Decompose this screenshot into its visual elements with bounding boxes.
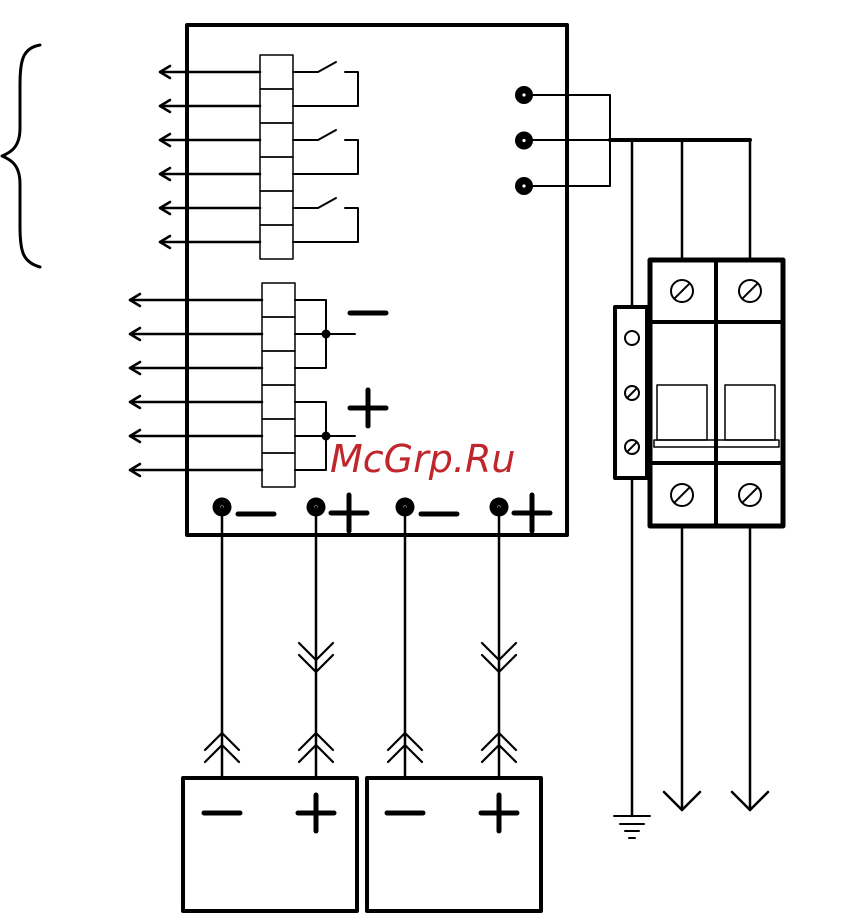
terminal-center (522, 184, 525, 187)
terminal-block (615, 307, 647, 478)
battery-terminal-plus (331, 495, 367, 531)
dc-output-terminal (262, 317, 295, 351)
arrow-icon (664, 792, 768, 810)
dc-output-terminal (262, 419, 295, 453)
screw-slot (742, 283, 757, 298)
screw-slot (674, 487, 689, 502)
dc-output-terminal (262, 283, 295, 317)
breaker-handle-1[interactable] (657, 385, 707, 440)
relay-terminal (260, 89, 293, 123)
relay-terminal (260, 225, 293, 259)
dc-output-terminal (262, 351, 295, 385)
relay-terminal (260, 157, 293, 191)
battery-terminal-plus (514, 495, 550, 531)
breaker-output-wires (682, 526, 750, 810)
relay-switch-icon (293, 198, 358, 242)
battery-plus-sign (481, 795, 517, 831)
terminal-center (522, 93, 525, 96)
breaker-handle-2[interactable] (725, 385, 775, 440)
terminal-center (522, 139, 525, 142)
screw-slot (742, 487, 757, 502)
dc-output-terminal (262, 453, 295, 487)
relay-terminal (260, 55, 293, 89)
watermark-text: McGrp.Ru (330, 437, 515, 481)
battery-1 (183, 778, 357, 911)
dc-plus-label (350, 390, 386, 426)
screw-slot (627, 388, 637, 398)
relay-switch-icon (293, 62, 358, 106)
brace-icon (2, 45, 40, 267)
screw-slot (627, 442, 637, 452)
screw-icon (625, 331, 639, 345)
junction-dot (322, 330, 331, 339)
relay-terminal (260, 191, 293, 225)
ground-icon (614, 816, 650, 838)
battery-2 (367, 778, 541, 911)
breaker-dividers (650, 260, 783, 526)
relay-terminal (260, 123, 293, 157)
relay-switch-icon (293, 130, 358, 174)
screw-slot (674, 283, 689, 298)
battery-plus-sign (298, 795, 334, 831)
dc-output-terminal (262, 385, 295, 419)
